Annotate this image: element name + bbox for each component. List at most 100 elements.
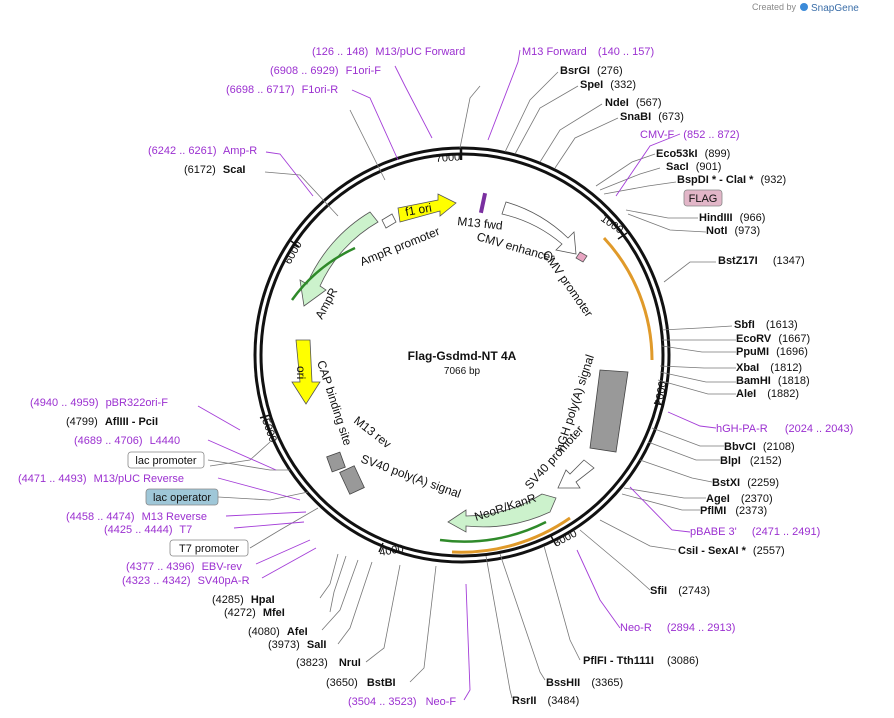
site-sbfi: SbfI (1613): [734, 319, 798, 331]
lac-promoter-label: lac promoter: [135, 455, 196, 467]
primer-l4440: (4689 .. 4706) L4440: [74, 435, 180, 447]
feature-label-cap-binding-site: CAP binding site: [314, 359, 355, 448]
site-nrui: (3823) NruI: [296, 657, 361, 669]
feature-label-f1-ori: f1 ori: [404, 201, 433, 219]
site-afliii-pcii: (4799) AflIII - PciI: [66, 416, 158, 428]
credit-created-by: Created by: [752, 2, 797, 12]
lac-promoter-box: [127, 451, 205, 469]
right-site-labels: BsrGI (276) SpeI (332) NdeI (567) SnaBI …: [512, 65, 853, 707]
site-hindiii: HindIII (966): [699, 212, 765, 224]
primer-hgh-pa-r: hGH-PA-R (2024 .. 2043): [716, 423, 853, 435]
tick-5000: [259, 414, 271, 419]
orf-arc-right: [602, 236, 654, 361]
credit-brand: SnapGene: [811, 3, 859, 14]
site-eco53ki: Eco53kI (899): [656, 148, 730, 160]
boxed-labels: FLAG lac promoter lac operator T7 promot…: [127, 189, 723, 557]
primer-neo-r: Neo-R (2894 .. 2913): [620, 622, 735, 634]
primer-leader-lines: [197, 49, 717, 701]
feature-sv40-polya-left: [339, 465, 365, 495]
feature-label-sv40-polya-left: SV40 poly(A) signal: [359, 452, 463, 501]
site-alei: AleI (1882): [736, 388, 799, 400]
primer-amp-r: (6242 .. 6261) Amp-R: [148, 145, 257, 157]
snapgene-logo-icon: [800, 3, 808, 11]
site-bamhi: BamHI (1818): [736, 375, 810, 387]
orf-arc-ampr: [290, 246, 356, 301]
primer-f1ori-r: (6698 .. 6717) F1ori-R: [226, 84, 338, 96]
feature-f1-ori: [397, 193, 457, 223]
tick-4000: [378, 542, 384, 553]
feature-label-ori: ori: [294, 366, 308, 379]
site-xbai: XbaI (1812): [736, 362, 802, 374]
feature-ampr: [299, 211, 379, 307]
lac-operator-box: [145, 488, 219, 506]
feature-ampr-promoter: [381, 213, 397, 229]
site-mfei: (4272) MfeI: [224, 607, 285, 619]
site-bstxi: BstXI (2259): [712, 477, 779, 489]
primer-neo-f: (3504 .. 3523) Neo-F: [348, 696, 456, 708]
tick-3000: [550, 535, 557, 546]
t7-promoter-box: [169, 539, 249, 557]
site-bbvci: BbvCI (2108): [724, 441, 795, 453]
tick-label-5000: 5000: [259, 417, 279, 444]
site-afei: (4080) AfeI: [248, 626, 308, 638]
site-agei: AgeI (2370): [706, 493, 773, 505]
primer-m13-forward: M13 Forward (140 .. 157): [522, 46, 654, 58]
plasmid-length: 7066 bp: [444, 366, 481, 377]
primer-sv40pa-r: (4323 .. 4342) SV40pA-R: [122, 575, 250, 587]
flag-label: FLAG: [689, 193, 718, 205]
feature-sv40-promoter: [557, 459, 595, 489]
feature-flag-marker: [575, 251, 588, 263]
primer-t7: (4425 .. 4444) T7: [104, 524, 192, 536]
site-ecorv: EcoRV (1667): [736, 333, 810, 345]
tick-label-6000: 6000: [282, 239, 305, 266]
lac-operator-label: lac operator: [153, 492, 211, 504]
feature-label-ampr-promoter: AmpR promoter: [358, 224, 442, 269]
flag-box: [683, 189, 723, 207]
feature-cmv-enhancer: [501, 201, 577, 255]
site-scai: (6172) ScaI: [184, 164, 246, 176]
feature-ori: [291, 339, 321, 405]
tick-label-7000: 7000: [435, 151, 460, 165]
site-bstbi: (3650) BstBI: [326, 677, 396, 689]
site-blpi: BlpI (2152): [720, 455, 782, 467]
tick-label-2000: 2000: [653, 380, 669, 406]
site-ppumi: PpuMI (1696): [736, 346, 808, 358]
site-bsshii: BssHII (3365): [546, 677, 623, 689]
site-hpai: (4285) HpaI: [212, 594, 275, 606]
site-snabi: SnaBI (673): [620, 111, 684, 123]
primer-m13-puc-forward: (126 .. 148) M13/pUC Forward: [312, 46, 465, 58]
feature-m13-fwd: [478, 192, 488, 214]
site-rsrii: RsrII (3484): [512, 695, 579, 707]
primer-ebv-rev: (4377 .. 4396) EBV-rev: [126, 561, 242, 573]
feature-label-m13-fwd: M13 fwd: [457, 214, 504, 233]
site-spei: SpeI (332): [580, 79, 636, 91]
site-bspdi-clai: BspDI * - ClaI * (932): [677, 174, 786, 186]
leader-lines: [207, 71, 736, 699]
feature-label-m13-rev: M13 rev: [351, 413, 394, 451]
left-site-labels: (126 .. 148) M13/pUC Forward M13 Forward…: [18, 46, 654, 708]
feature-hgh-polya: [589, 369, 629, 453]
tick-1000: [617, 232, 628, 240]
t7-promoter-label: T7 promoter: [179, 543, 239, 555]
tick-2000: [653, 402, 665, 406]
primer-f1ori-f: (6908 .. 6929) F1ori-F: [270, 65, 381, 77]
primer-pbabe-3: pBABE 3' (2471 .. 2491): [690, 526, 820, 538]
feature-neor-kanr: [447, 493, 557, 533]
tick-label-3000: 3000: [552, 528, 579, 550]
site-sfii: SfiI (2743): [650, 585, 710, 597]
site-pflmi: PflMI (2373): [700, 505, 767, 517]
site-bsrgi: BsrGI (276): [560, 65, 623, 77]
tick-label-4000: 4000: [378, 543, 404, 559]
primer-cmv-f: CMV-F (852 .. 872): [640, 129, 740, 141]
site-ndei: NdeI (567): [605, 97, 662, 109]
site-saci: SacI (901): [666, 161, 721, 173]
feature-promoter-cluster: [326, 451, 346, 473]
orf-arc-neo: [439, 520, 547, 543]
primer-pbr322ori-f: (4940 .. 4959) pBR322ori-F: [30, 397, 168, 409]
site-csii-sexai: CsiI - SexAI * (2557): [678, 545, 785, 557]
site-noti: NotI (973): [706, 225, 760, 237]
site-pflfi-tth111i: PflFI - Tth111I (3086): [583, 655, 699, 667]
primer-m13-puc-reverse: (4471 .. 4493) M13/pUC Reverse: [18, 473, 184, 485]
orf-arc-bottom: [451, 516, 571, 554]
